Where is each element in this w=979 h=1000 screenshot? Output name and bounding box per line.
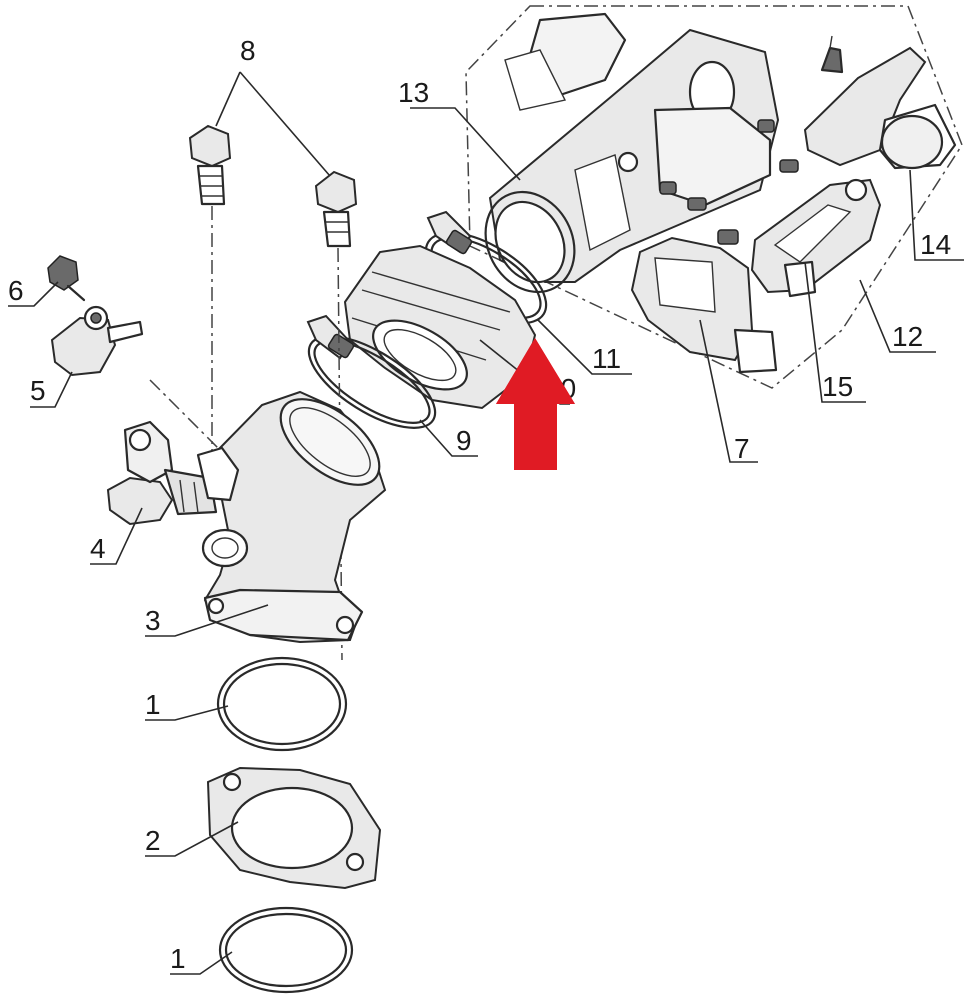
callout-2: 2	[145, 825, 161, 856]
callout-9: 9	[456, 425, 472, 456]
hose-fitting	[50, 305, 144, 377]
callout-14: 14	[920, 229, 951, 260]
callout-7: 7	[734, 433, 750, 464]
fitting-axis	[149, 379, 241, 471]
o-ring-lower	[218, 906, 354, 994]
throttle-body-group-outline	[465, 5, 963, 389]
callout-3: 3	[145, 605, 161, 636]
hose-clamp-upper	[424, 210, 548, 325]
idle-air-control-valve	[803, 35, 957, 170]
throttle-position-sensor	[630, 236, 778, 374]
map-sensor	[750, 178, 882, 298]
hose-clamp-lower	[306, 314, 437, 429]
callout-1-upper: 1	[145, 689, 161, 720]
mounting-bolt-right	[314, 170, 358, 248]
callout-13: 13	[398, 77, 429, 108]
callout-15: 15	[822, 371, 853, 402]
callout-5: 5	[30, 375, 46, 406]
small-bolt	[47, 255, 86, 302]
callout-8: 8	[240, 35, 256, 66]
o-ring-upper	[216, 656, 348, 752]
throttle-body	[484, 12, 799, 294]
intake-rubber-boot	[343, 244, 537, 410]
bolt-axis-right	[337, 247, 343, 661]
callout-6: 6	[8, 275, 24, 306]
intake-manifold	[196, 390, 387, 644]
flange-gasket	[206, 766, 382, 890]
callout-11: 11	[592, 343, 621, 374]
callout-4: 4	[90, 533, 106, 564]
callout-12: 12	[892, 321, 923, 352]
fuel-injector	[106, 420, 218, 526]
mounting-bolt-left	[188, 124, 232, 206]
callout-1-lower: 1	[170, 943, 186, 974]
